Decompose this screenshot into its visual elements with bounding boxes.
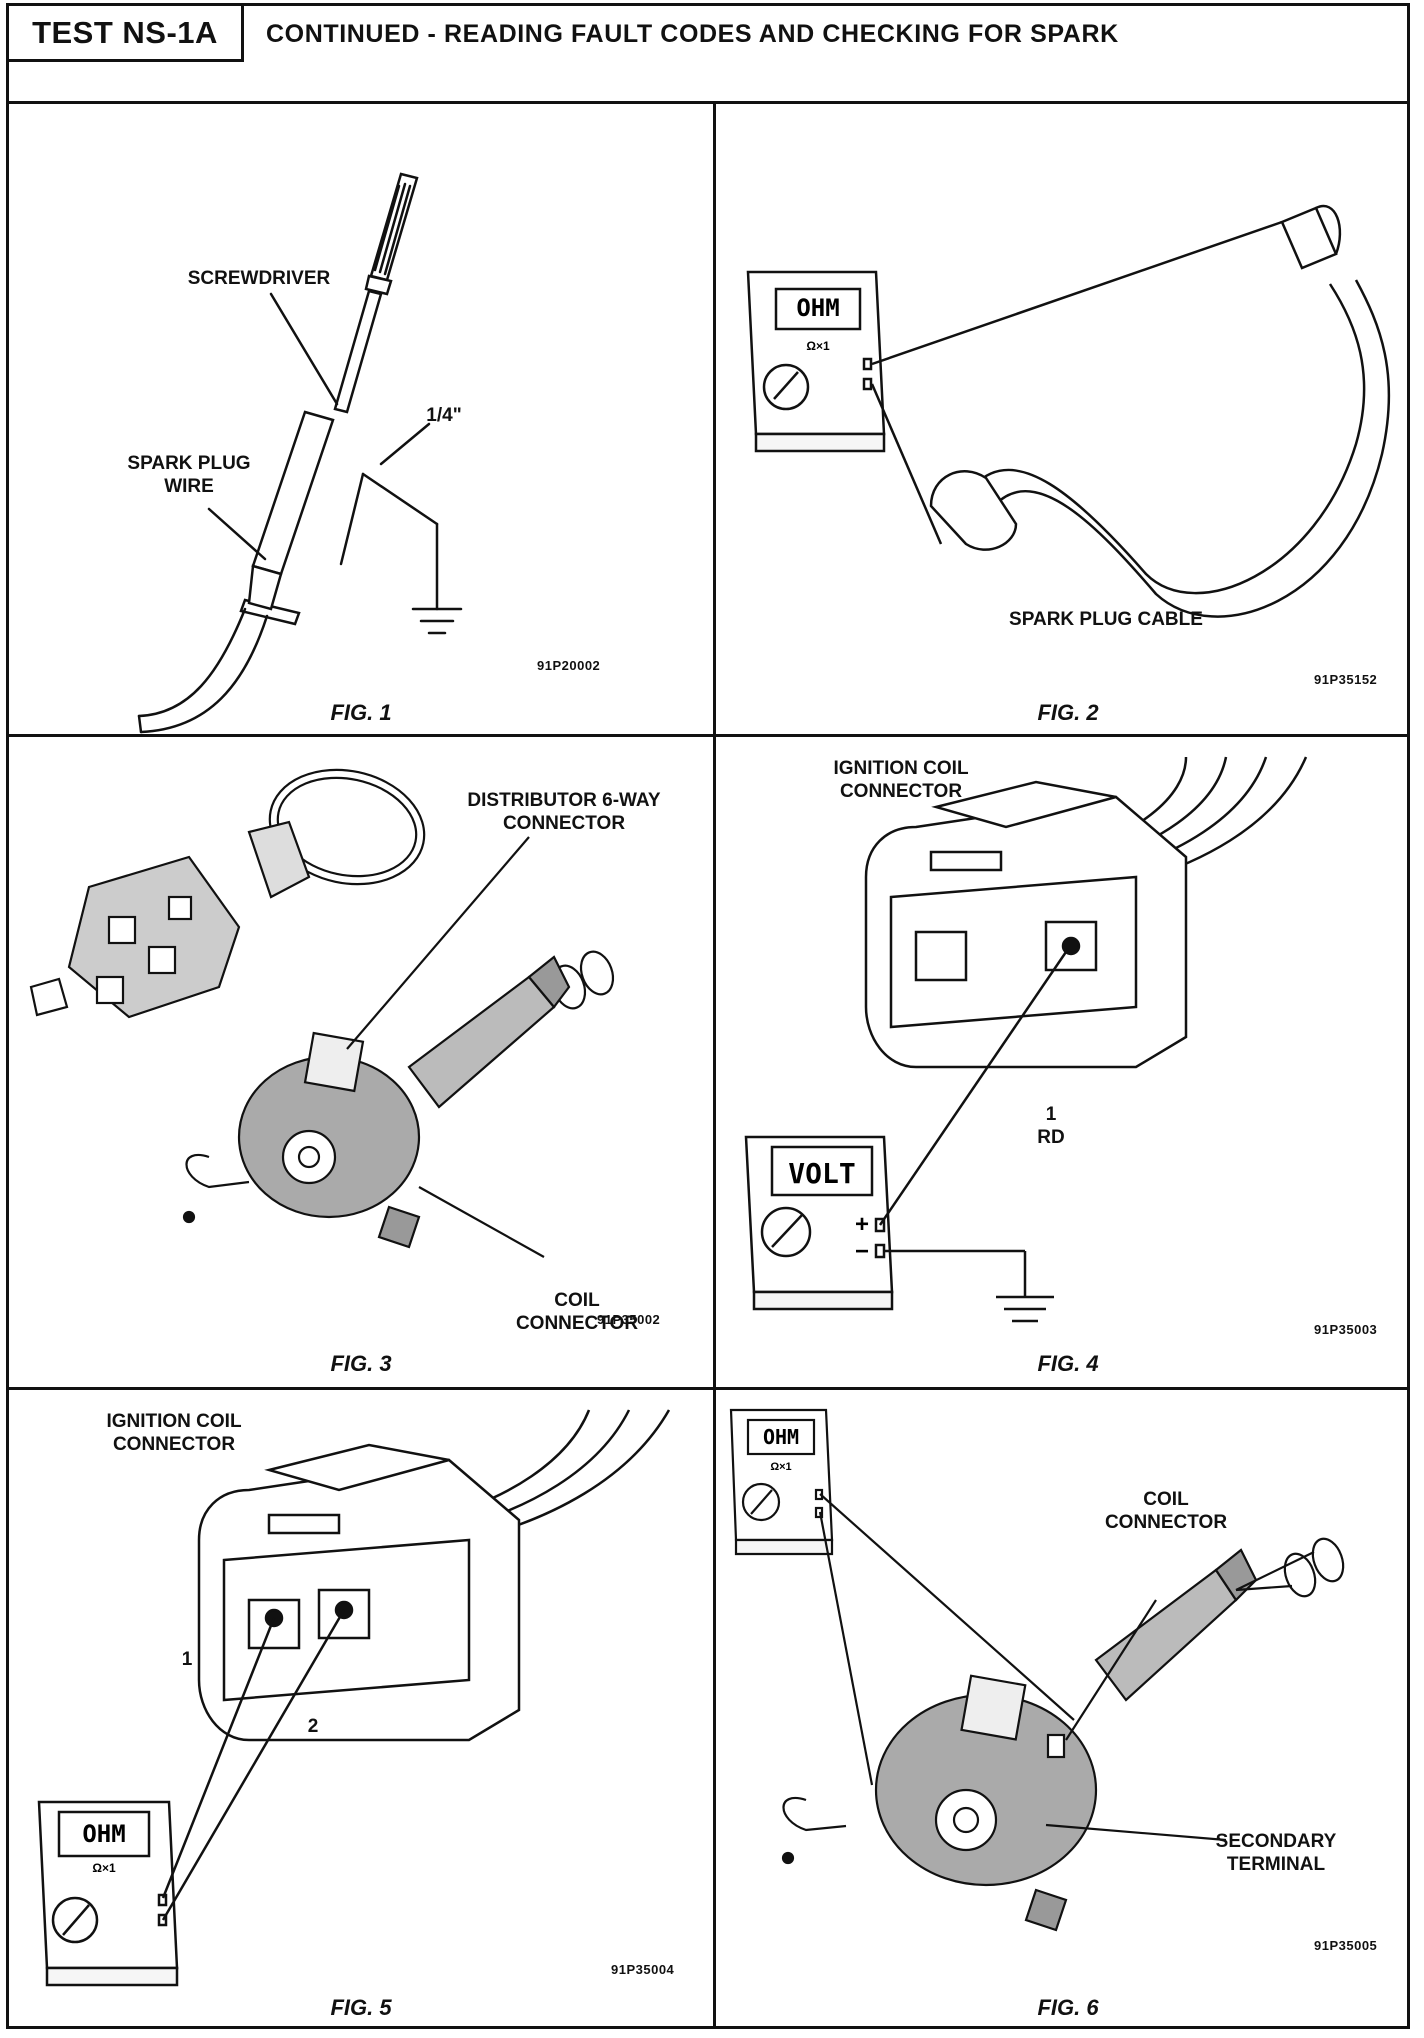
meter-display-text: OHM [763,1425,799,1449]
meter-range-text: Ω×1 [92,1861,116,1875]
figure-grid: SCREWDRIVER 1/4" SPARK PLUG WIRE 91P2000… [9,104,1407,2029]
ignition-coil-connector-label: IGNITION COIL CONNECTOR [833,758,969,802]
column-divider [713,104,716,2029]
figure-code: 91P35004 [611,1962,675,1977]
figure-caption: FIG. 3 [330,1351,392,1376]
page-title: CONTINUED - READING FAULT CODES AND CHEC… [266,20,1119,48]
figure-code: 91P20002 [537,658,601,673]
figure-6-panel: OHM Ω×1 COIL CONNECTOR SECONDARY TERMINA… [716,1390,1413,2029]
figure-code: 91P35152 [1314,672,1378,687]
row-divider-2 [9,1387,1407,1390]
screwdriver-spark-test-illustration [137,172,463,734]
pin-1-rd-label: 1 RD [1037,1104,1065,1148]
coil-connector-label: COIL CONNECTOR [515,1290,639,1334]
figure-5-panel: OHM Ω×1 IGNITION COIL CONNECTOR 1 2 91P3… [9,1390,713,2029]
test-id-box: TEST NS-1A [9,6,244,62]
spark-plug-cable-label: SPARK PLUG CABLE [1009,609,1203,630]
ignition-coil-connector-label: IGNITION COIL CONNECTOR [106,1411,242,1455]
figure-1-panel: SCREWDRIVER 1/4" SPARK PLUG WIRE 91P2000… [9,104,713,734]
positive-terminal-sign: + [855,1211,869,1238]
spark-plug-wire-label: SPARK PLUG WIRE [127,453,251,497]
ohmmeter-coil-connector-illustration: OHM Ω×1 [37,1409,671,1987]
figure-caption: FIG. 6 [1037,1995,1099,2020]
ohmmeter-secondary-terminal-illustration: OHM Ω×1 [729,1408,1345,1932]
figure-caption: FIG. 2 [1037,700,1099,725]
secondary-terminal-label: SECONDARY TERMINAL [1215,1831,1337,1875]
figure-caption: FIG. 1 [330,700,392,725]
meter-display-text: OHM [82,1820,125,1848]
test-id: TEST NS-1A [32,14,218,50]
figure-caption: FIG. 5 [330,1995,392,2020]
gap-label: 1/4" [426,405,462,426]
figure-3-panel: DISTRIBUTOR 6-WAY CONNECTOR COIL CONNECT… [9,737,713,1387]
meter-display-text: OHM [796,294,839,322]
screwdriver-label: SCREWDRIVER [187,268,331,289]
pin-2-label: 2 [307,1716,319,1737]
row-divider-1 [9,734,1407,737]
meter-range-text: Ω×1 [806,339,830,353]
ohmmeter-cable-test-illustration: OHM Ω×1 [746,204,1391,618]
figure-caption: FIG. 4 [1037,1351,1099,1376]
pin-1-label: 1 [181,1649,193,1670]
negative-terminal-sign: − [855,1238,869,1265]
figure-code: 91P35002 [597,1312,661,1327]
coil-connector-label: COIL CONNECTOR [1104,1489,1228,1533]
figure-2-panel: OHM Ω×1 SPARK PLUG CABLE 91P35152 FIG. 2 [716,104,1413,734]
meter-display-text: VOLT [788,1157,855,1190]
distributor-connector-label: DISTRIBUTOR 6-WAY CONNECTOR [467,790,661,834]
meter-range-text: Ω×1 [770,1461,791,1473]
figure-code: 91P35003 [1314,1322,1378,1337]
distributor-exploded-illustration [29,768,615,1258]
header: TEST NS-1A CONTINUED - READING FAULT COD… [9,6,1407,104]
figure-code: 91P35005 [1314,1938,1378,1953]
service-manual-page: TEST NS-1A CONTINUED - READING FAULT COD… [6,3,1410,2029]
figure-4-panel: VOLT + − IGNITION COIL CONNECTOR 1 RD 91… [716,737,1413,1387]
voltmeter-coil-connector-illustration: VOLT + − [744,756,1308,1323]
